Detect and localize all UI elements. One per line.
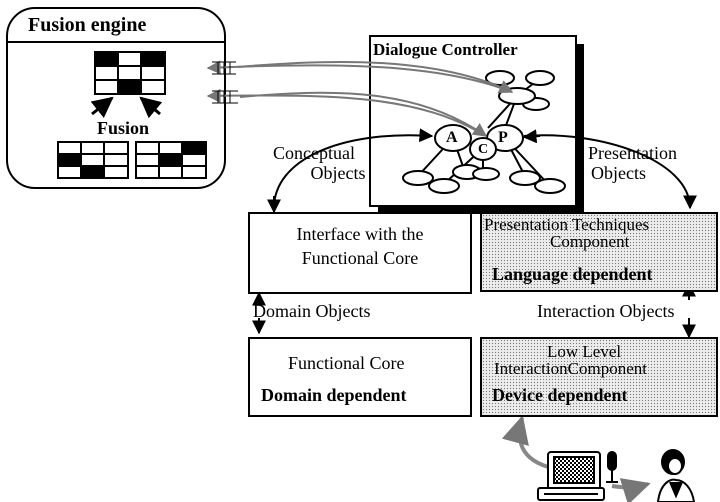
presentation-techniques-box: Presentation Techniques Component Langua…	[480, 212, 718, 292]
presentation-line-2: Objects	[591, 163, 646, 183]
dialogue-controller-title: Dialogue Controller	[373, 40, 518, 59]
fusion-label: Fusion	[97, 118, 150, 138]
device-output-arrow	[611, 478, 651, 502]
domain-objects-label: Domain Objects	[253, 301, 371, 321]
presentation-objects-arrow	[523, 134, 697, 210]
fusion-link-bars	[212, 61, 238, 104]
presentation-techniques-line-2: Component	[550, 232, 630, 251]
node-a-label: A	[446, 129, 458, 146]
presentation-objects-label: Presentation Objects	[588, 143, 677, 183]
conceptual-line-1: Conceptual	[273, 143, 355, 163]
interaction-objects-label: Interaction Objects	[537, 301, 675, 321]
input-table-left-icon	[57, 141, 129, 179]
functional-core-name: Functional Core	[288, 353, 405, 373]
acp-nodes	[434, 124, 524, 161]
fusion-links	[206, 60, 514, 137]
conceptual-line-2: Objects	[310, 163, 366, 183]
interface-line-1: Interface with the	[296, 224, 424, 244]
node-c	[469, 137, 497, 161]
fusion-engine-title: Fusion engine	[28, 14, 147, 36]
fused-table-icon	[94, 51, 166, 95]
node-a	[434, 124, 472, 152]
low-level-line-2: InteractionComponent	[494, 359, 647, 378]
low-level-interaction-box: Low Level InteractionComponent Device de…	[480, 337, 718, 417]
conceptual-objects-label: Conceptual Objects	[254, 143, 374, 183]
device-input-arrow	[501, 415, 553, 470]
functional-core-box: Functional Core Domain dependent	[248, 337, 472, 417]
user-icon	[656, 449, 696, 502]
microphone-icon	[606, 451, 618, 483]
interface-line-2: Functional Core	[301, 248, 419, 268]
node-p-label: P	[498, 129, 508, 146]
node-c-label: C	[478, 142, 489, 157]
presentation-line-1: Presentation	[588, 143, 677, 163]
computer-icon	[537, 451, 605, 501]
input-table-right-icon	[135, 141, 207, 179]
conceptual-objects-arrow	[273, 128, 434, 209]
domain-dependent-label: Domain dependent	[261, 385, 407, 405]
presentation-techniques-line-1: Presentation Techniques	[484, 215, 650, 234]
low-level-line-1: Low Level	[547, 342, 622, 361]
functional-core-interface-box: Interface with the Functional Core	[248, 212, 472, 294]
device-dependent-label: Device dependent	[492, 385, 628, 405]
language-dependent-label: Language dependent	[492, 264, 653, 284]
